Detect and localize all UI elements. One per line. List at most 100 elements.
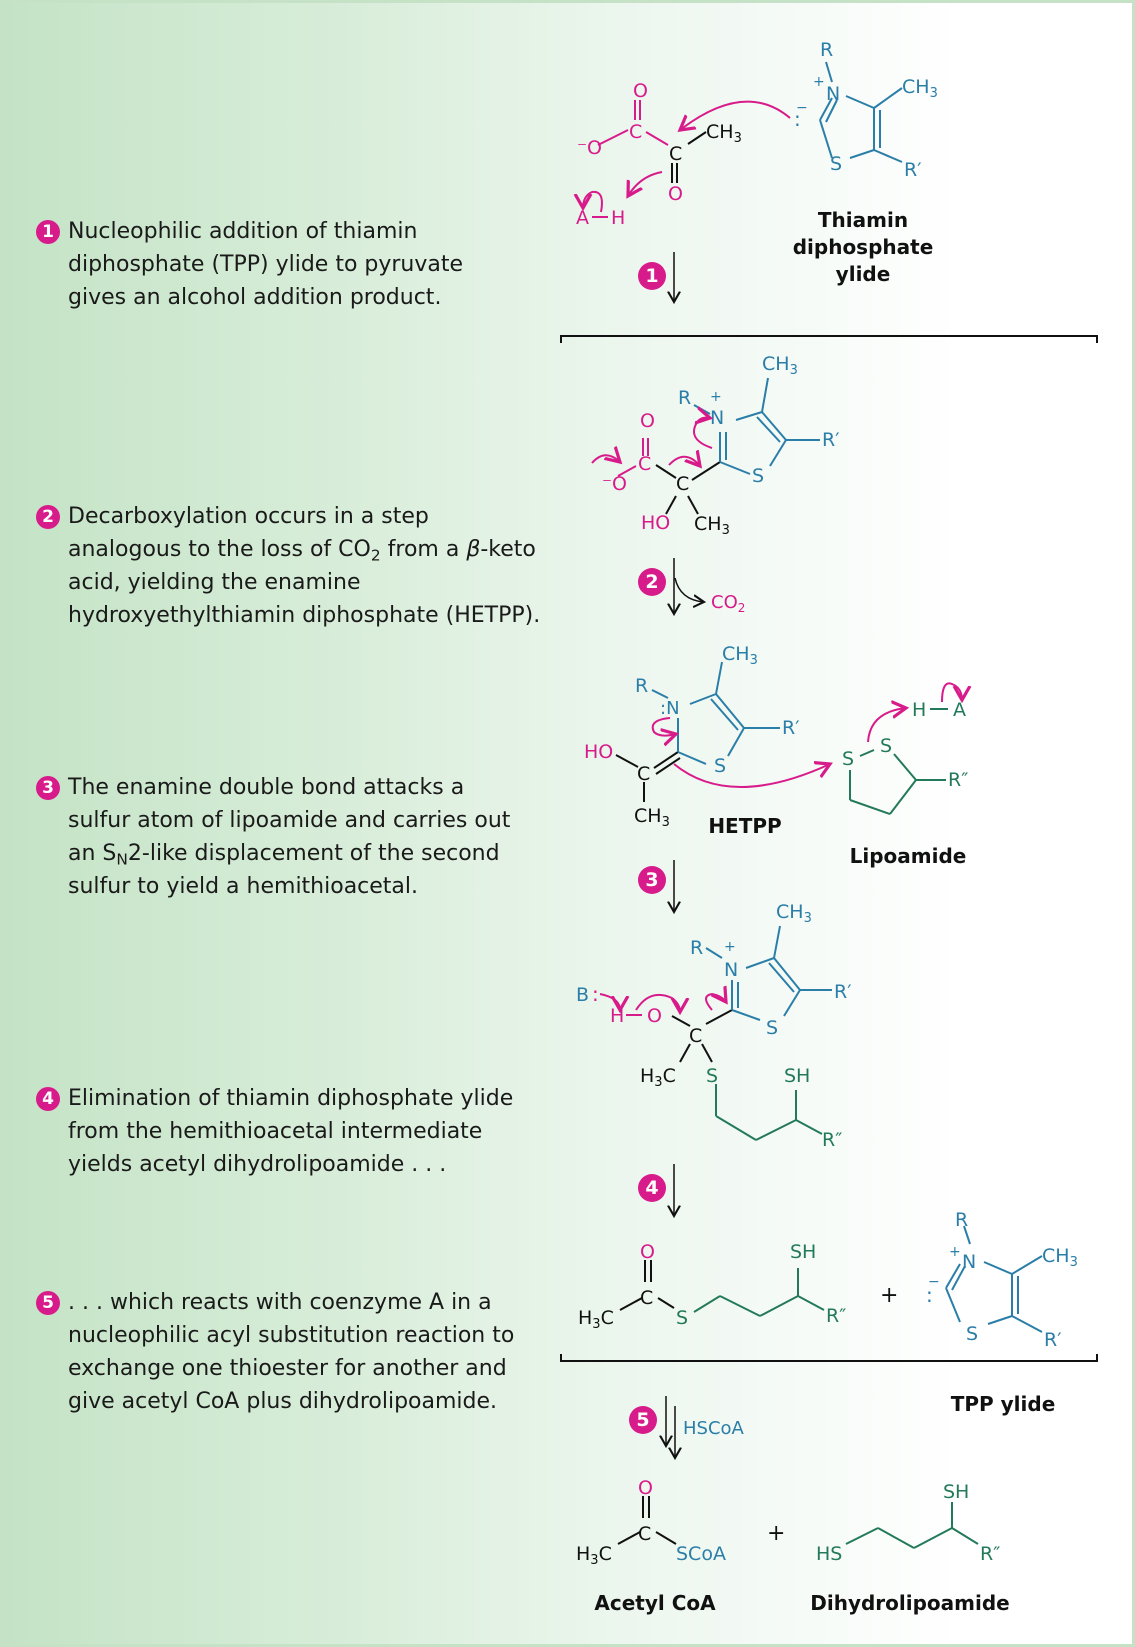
svg-text:N: N (826, 83, 840, 105)
svg-text:CH3: CH3 (762, 353, 798, 378)
svg-text:R: R (820, 39, 833, 61)
step-2-description: 2 Decarboxylation occurs in a step analo… (36, 500, 566, 632)
hemithioacetal-structure: B : H O C H3C R + N CH3 R′ S S SH R″ (576, 901, 852, 1151)
svg-text:H: H (611, 207, 625, 229)
svg-text:CH3: CH3 (1042, 1245, 1078, 1270)
svg-text:R″: R″ (948, 769, 968, 791)
svg-text::: : (794, 107, 801, 131)
svg-text:+: + (949, 1244, 961, 1260)
tpp-ylide-structure (945, 1225, 1043, 1333)
svg-text:SH: SH (790, 1241, 816, 1263)
svg-text:N: N (962, 1251, 976, 1273)
step-2-text: Decarboxylation occurs in a step analogo… (68, 504, 541, 628)
svg-text:C: C (676, 473, 689, 495)
svg-text:SH: SH (943, 1481, 969, 1503)
thiamin-diphosphate-ylide-structure (819, 61, 903, 163)
svg-text::: : (926, 1283, 933, 1307)
svg-text:R′: R′ (1044, 1329, 1062, 1351)
svg-text:HO: HO (584, 741, 613, 763)
step-5-text: . . . which reacts with coenzyme A in a … (68, 1290, 515, 1414)
svg-text:O: O (668, 183, 683, 205)
svg-text:B: B (576, 984, 589, 1006)
svg-text::N: :N (660, 698, 680, 719)
hscoa-label: HSCoA (683, 1418, 745, 1439)
svg-text:R′: R′ (904, 159, 922, 181)
svg-text:H3C: H3C (578, 1307, 614, 1332)
svg-text:O: O (633, 80, 648, 102)
svg-text:S: S (880, 735, 892, 757)
svg-text:CH3: CH3 (776, 901, 812, 926)
step-3-description: 3 The enamine double bond attacks a sulf… (36, 771, 566, 903)
svg-text:−: − (928, 1274, 940, 1290)
svg-text:R: R (635, 675, 648, 697)
tpp-ylide-label: TPP ylide (951, 1392, 1056, 1416)
svg-text:R: R (690, 937, 703, 959)
svg-text:HS: HS (816, 1543, 842, 1565)
step-3-text: The enamine double bond attacks a sulfur… (68, 775, 511, 899)
svg-text:S: S (842, 748, 854, 770)
acetyl-dihydrolipoamide-structure: O C H3C S SH R″ (578, 1241, 846, 1332)
svg-text:−: − (796, 100, 808, 116)
svg-text:+: + (767, 1521, 785, 1546)
svg-text:S: S (752, 465, 764, 487)
svg-text:O: O (640, 410, 655, 432)
svg-text:R″: R″ (826, 1305, 846, 1327)
dihydrolipoamide-label: Dihydrolipoamide (810, 1591, 1010, 1615)
lipoamide-label: Lipoamide (850, 844, 967, 868)
svg-text:R′: R′ (782, 717, 800, 739)
svg-text:R′: R′ (834, 981, 852, 1003)
step-1-text: Nucleophilic addition of thiamin diphosp… (68, 219, 464, 310)
arrow-badge-5: 5 (629, 1406, 657, 1434)
svg-text:Thiamin: Thiamin (818, 208, 908, 232)
svg-text:H: H (912, 699, 926, 721)
svg-text:H: H (610, 1005, 624, 1027)
acetyl-coa-structure: O C H3C SCoA (576, 1477, 726, 1568)
svg-text:+: + (724, 939, 736, 955)
acetyl-coa-label: Acetyl CoA (594, 1591, 716, 1615)
step-3-badge: 3 (36, 776, 60, 800)
svg-text:+: + (813, 74, 825, 90)
svg-text:C: C (669, 143, 682, 165)
step-1-description: 1 Nucleophilic addition of thiamin dipho… (36, 215, 566, 314)
svg-text:H3C: H3C (640, 1065, 676, 1090)
enzyme-bracket-top (560, 335, 1098, 343)
enzyme-bracket-bottom (560, 1354, 1098, 1362)
step-4-description: 4 Elimination of thiamin diphosphate yli… (36, 1082, 566, 1181)
svg-text:⁻O: ⁻O (577, 137, 602, 159)
svg-text:CH3: CH3 (694, 513, 730, 538)
step-5-badge: 5 (36, 1291, 60, 1315)
svg-text:R″: R″ (822, 1129, 842, 1151)
svg-text:S: S (714, 755, 726, 777)
svg-text:ylide: ylide (836, 262, 891, 286)
svg-text:S: S (706, 1065, 718, 1087)
svg-text:C: C (638, 453, 651, 475)
arrow-badge-3: 3 (638, 866, 666, 894)
svg-text:S: S (766, 1017, 778, 1039)
svg-text::: : (592, 982, 599, 1006)
hetpp-label: HETPP (708, 814, 781, 838)
svg-text:CH3: CH3 (722, 643, 758, 668)
svg-text:C: C (689, 1025, 702, 1047)
svg-text:O: O (638, 1477, 653, 1499)
svg-text:S: S (966, 1323, 978, 1345)
svg-text:O: O (647, 1005, 662, 1027)
dihydrolipoamide-structure: HS SH R″ (816, 1481, 1000, 1565)
alcohol-addition-product-structure: O C ⁻O C HO CH3 R + N CH3 R′ S (591, 353, 840, 538)
arrow-badge-4: 4 (638, 1174, 666, 1202)
svg-text:diphosphate: diphosphate (793, 235, 934, 259)
arrow-badge-2: 2 (638, 568, 666, 596)
svg-text:C: C (629, 121, 642, 143)
svg-text:⁻O: ⁻O (602, 473, 627, 495)
svg-text:O: O (640, 1241, 655, 1263)
svg-text:HO: HO (641, 512, 670, 534)
svg-text:N: N (710, 407, 724, 429)
svg-text:A: A (953, 699, 966, 721)
svg-text:SH: SH (784, 1065, 810, 1087)
svg-text:CH3: CH3 (706, 121, 742, 146)
svg-text:C: C (637, 763, 650, 785)
svg-text:C: C (638, 1523, 651, 1545)
plus-sign: + (880, 1283, 898, 1308)
step-5-description: 5 . . . which reacts with coenzyme A in … (36, 1286, 566, 1418)
